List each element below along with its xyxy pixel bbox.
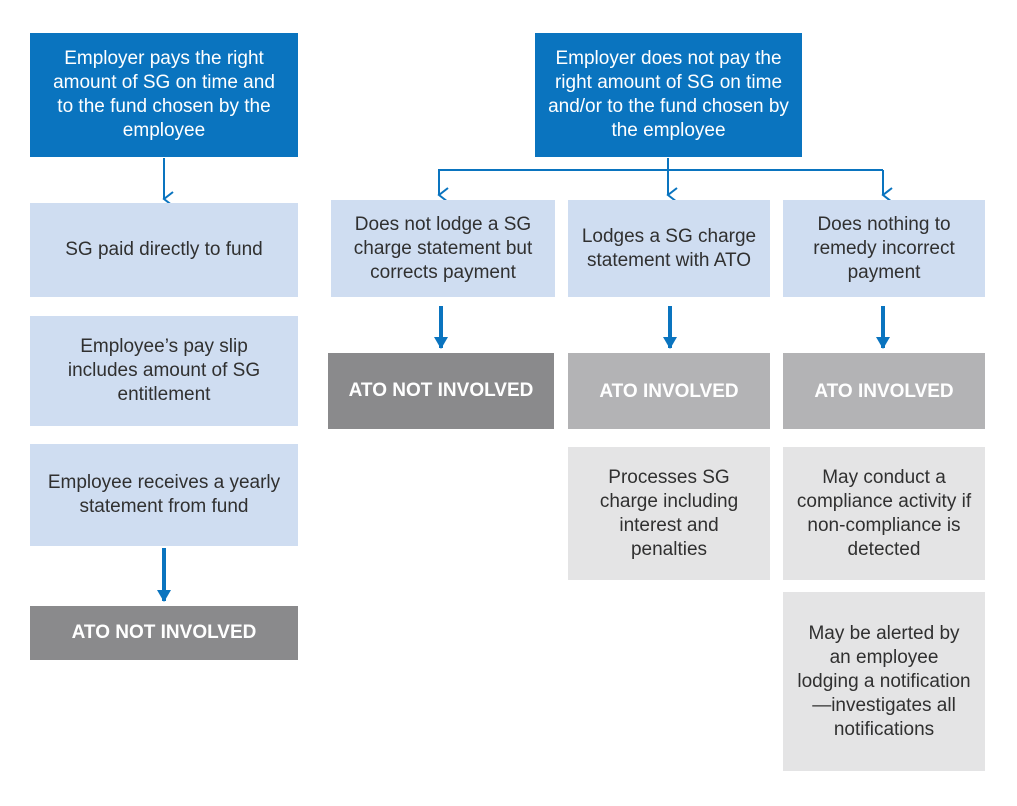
left-step-1: SG paid directly to fund [30, 203, 298, 297]
option-1-box: Does not lodge a SG charge statement but… [331, 200, 555, 297]
option-3-detail-2: May be alerted by an employee lodging a … [783, 592, 985, 771]
option-2-box: Lodges a SG charge statement with ATO [568, 200, 770, 297]
right-branch-header: Employer does not pay the right amount o… [535, 33, 802, 157]
option-2-outcome-badge: ATO INVOLVED [568, 353, 770, 429]
left-branch-header: Employer pays the right amount of SG on … [30, 33, 298, 157]
option-3-box: Does nothing to remedy incorrect payment [783, 200, 985, 297]
option-3-detail-1: May conduct a compliance activity if non… [783, 447, 985, 580]
option-1-outcome-badge: ATO NOT INVOLVED [328, 353, 554, 429]
left-step-3: Employee receives a yearly statement fro… [30, 444, 298, 546]
left-outcome-badge: ATO NOT INVOLVED [30, 606, 298, 660]
left-step-2: Employee’s pay slip includes amount of S… [30, 316, 298, 426]
option-3-outcome-badge: ATO INVOLVED [783, 353, 985, 429]
option-2-detail: Processes SG charge including interest a… [568, 447, 770, 580]
